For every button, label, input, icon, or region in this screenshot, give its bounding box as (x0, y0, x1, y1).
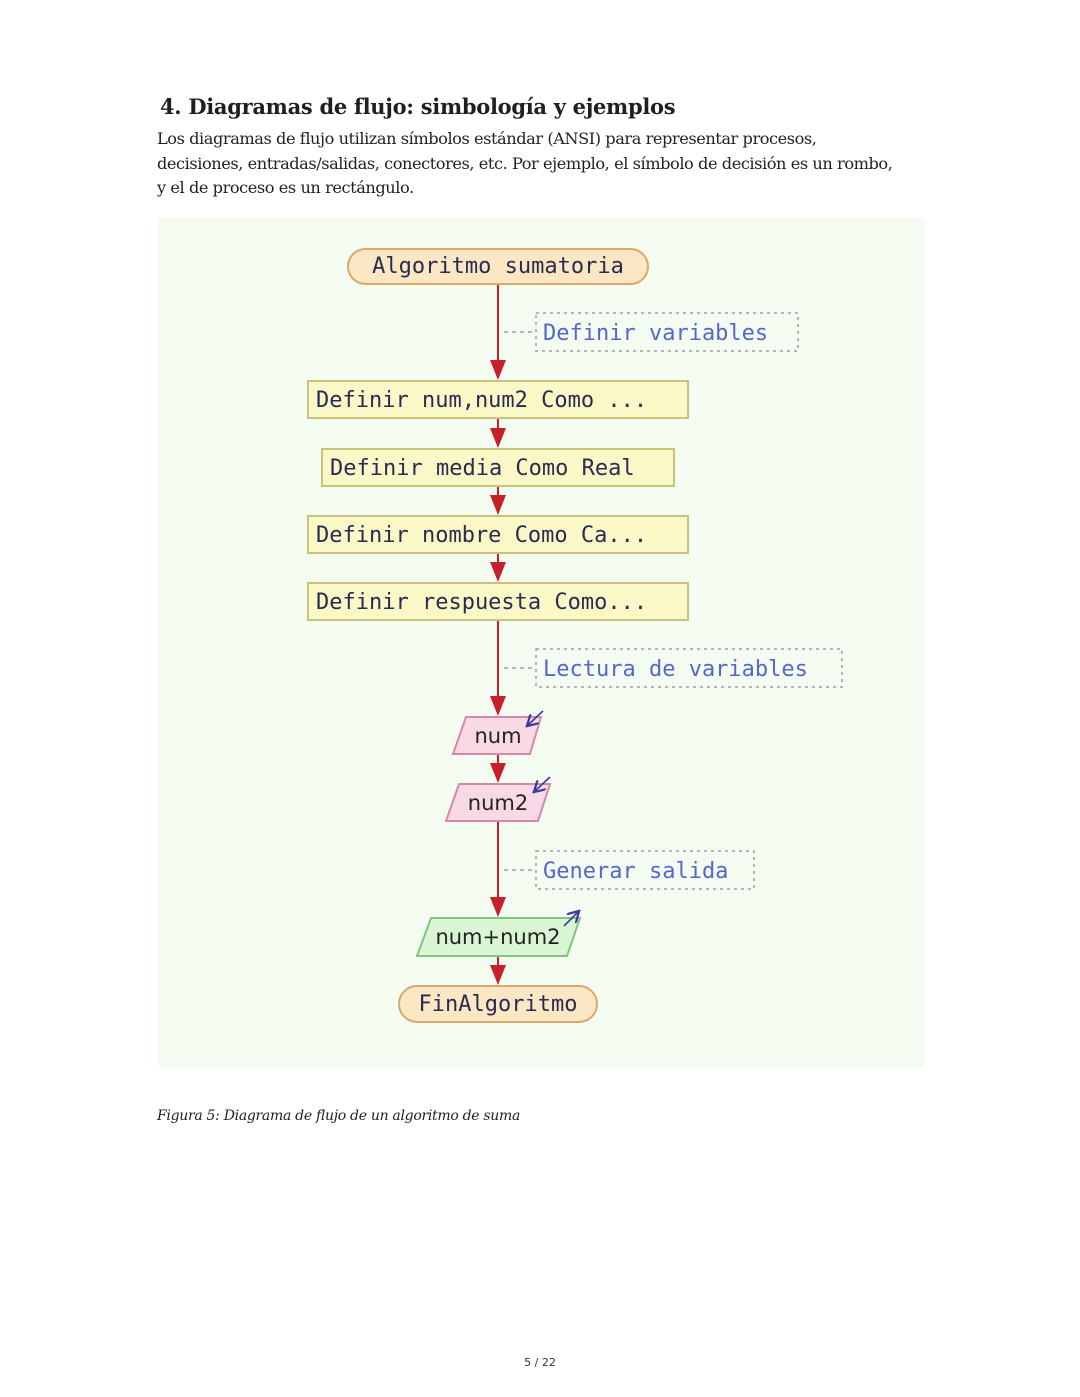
output-label: num+num2 (435, 925, 560, 949)
process-box: Definir nombre Como Ca... (307, 515, 689, 554)
process-box: Definir media Como Real (321, 448, 675, 487)
page-number: 5 / 22 (524, 1356, 556, 1369)
comment-read-variables: Lectura de variables (504, 648, 843, 688)
process-box: Definir respuesta Como... (307, 582, 689, 621)
output-parallelogram: num+num2 (415, 912, 582, 957)
process-label: Definir nombre Como Ca... (316, 523, 647, 548)
process-label: Definir num,num2 Como ... (316, 388, 647, 413)
comment-generate-output: Generar salida (504, 850, 755, 890)
comment-label: Definir variables (543, 321, 768, 346)
start-label: Algoritmo sumatoria (372, 254, 624, 279)
comment-label: Lectura de variables (543, 657, 808, 682)
comment-label: Generar salida (543, 859, 728, 884)
input-label: num (474, 724, 521, 748)
end-label: FinAlgoritmo (419, 992, 578, 1017)
input-parallelogram: num2 (444, 776, 552, 822)
input-label: num2 (468, 791, 528, 815)
process-box: Definir num,num2 Como ... (307, 380, 689, 419)
output-arrow-icon (563, 912, 578, 927)
input-arrow-icon (528, 710, 544, 725)
process-label: Definir media Como Real (330, 456, 635, 481)
input-arrow-icon (535, 776, 551, 791)
section-paragraph: Los diagramas de flujo utilizan símbolos… (157, 129, 893, 197)
figure-caption: Figura 5: Diagrama de flujo de un algori… (157, 1108, 521, 1124)
flowchart-figure: Algoritmo sumatoria Definir variables De… (158, 218, 925, 1067)
end-terminal: FinAlgoritmo (398, 985, 598, 1023)
section-heading: 4. Diagramas de flujo: simbología y ejem… (160, 94, 676, 119)
comment-define-variables: Definir variables (504, 312, 799, 352)
process-label: Definir respuesta Como... (316, 590, 647, 615)
input-parallelogram: num (451, 710, 544, 755)
start-terminal: Algoritmo sumatoria (347, 248, 649, 285)
